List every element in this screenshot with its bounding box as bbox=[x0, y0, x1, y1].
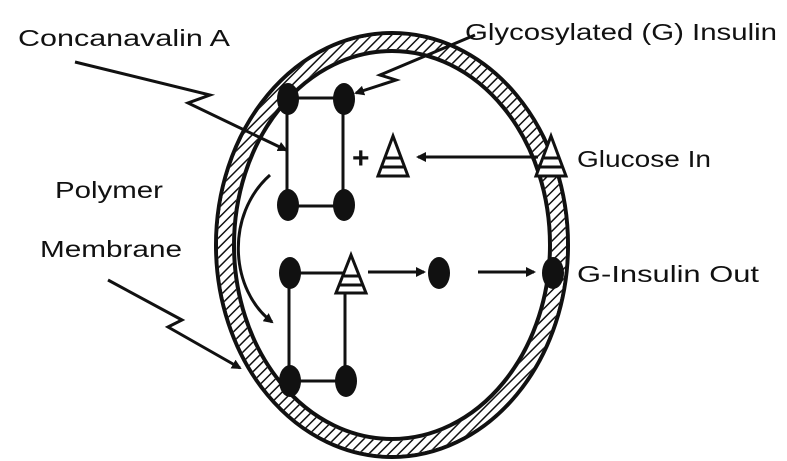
polymer-membrane-capsule bbox=[216, 33, 568, 457]
plus-sign: + bbox=[352, 142, 370, 175]
g-insulin-out-label: G-Insulin Out bbox=[577, 261, 760, 287]
g-insulin-dot bbox=[333, 83, 355, 115]
g-insulin-out-dot bbox=[542, 257, 564, 289]
g-insulin-dot bbox=[279, 257, 301, 289]
g-insulin-dot bbox=[279, 365, 301, 397]
membrane-label: Membrane bbox=[40, 236, 182, 262]
g-insulin-dot bbox=[277, 189, 299, 221]
g-insulin-dot bbox=[335, 365, 357, 397]
glucose-in-label: Glucose In bbox=[577, 146, 711, 172]
polymer-label: Polymer bbox=[55, 177, 163, 203]
glycosylated-insulin-label: Glycosylated (G) Insulin bbox=[465, 19, 777, 45]
concanavalin-label: Concanavalin A bbox=[18, 25, 231, 51]
g-insulin-dot bbox=[333, 189, 355, 221]
g-insulin-dot bbox=[277, 83, 299, 115]
released-g-insulin-dot bbox=[428, 257, 450, 289]
